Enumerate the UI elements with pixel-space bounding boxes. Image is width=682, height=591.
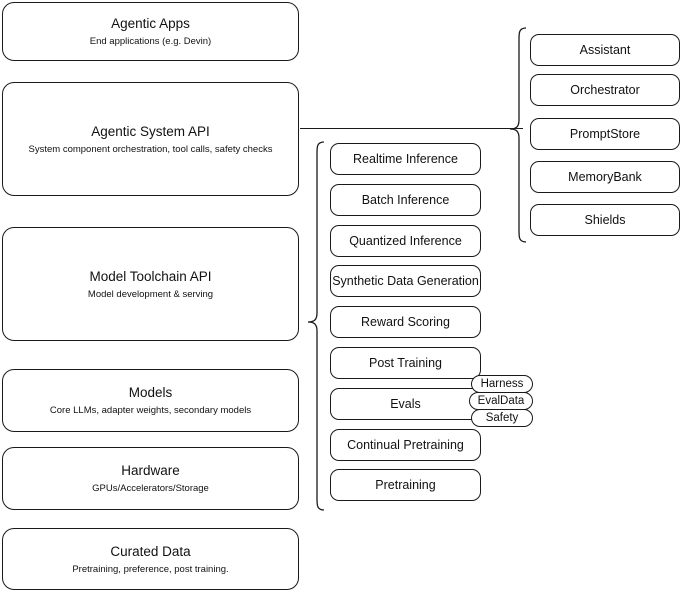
capability-batch-inference[interactable]: Batch Inference [330,184,481,216]
agentic-component-shields[interactable]: Shields [530,204,680,236]
layer-subtitle: Core LLMs, adapter weights, secondary mo… [49,405,252,416]
layer-title: Hardware [121,463,180,478]
capability-post-training[interactable]: Post Training [330,347,481,379]
layer-box-curated-data[interactable]: Curated Data Pretraining, preference, po… [2,528,299,590]
layer-box-models[interactable]: Models Core LLMs, adapter weights, secon… [2,369,299,432]
capability-synthetic-data-generation[interactable]: Synthetic Data Generation [330,265,481,297]
evals-pill-evaldata[interactable]: EvalData [469,392,533,410]
capability-label: Reward Scoring [361,315,450,329]
layer-subtitle: GPUs/Accelerators/Storage [92,483,209,494]
layer-box-model-toolchain-api[interactable]: Model Toolchain API Model development & … [2,227,299,341]
evals-pill-label: EvalData [477,395,525,407]
capability-label: Batch Inference [361,193,450,207]
capability-label: Continual Pretraining [347,438,464,452]
agentic-component-label: PromptStore [569,127,641,141]
layer-box-hardware[interactable]: Hardware GPUs/Accelerators/Storage [2,447,299,510]
capability-label: Realtime Inference [353,152,458,166]
layer-subtitle: Model development & serving [87,288,214,300]
connector-agentic-system-api-to-right-group [300,127,523,129]
capability-pretraining[interactable]: Pretraining [330,469,481,501]
layer-title: Model Toolchain API [89,268,212,284]
capability-realtime-inference[interactable]: Realtime Inference [330,143,481,175]
agentic-component-promptstore[interactable]: PromptStore [530,118,680,150]
agentic-component-orchestrator[interactable]: Orchestrator [530,74,680,106]
agentic-component-label: MemoryBank [568,170,642,184]
agentic-component-label: Assistant [579,43,631,57]
evals-pill-safety[interactable]: Safety [471,409,533,427]
layer-subtitle: System component orchestration, tool cal… [28,143,273,155]
capability-label: Quantized Inference [349,234,462,248]
brace-model-toolchain-group [307,141,325,511]
capability-continual-pretraining[interactable]: Continual Pretraining [330,429,481,461]
layer-title: Agentic Apps [111,16,190,31]
capability-label: Pretraining [375,478,436,492]
layer-title: Agentic System API [91,123,210,139]
agentic-component-label: Shields [584,213,626,227]
agentic-component-label: Orchestrator [570,83,640,97]
evals-pill-harness[interactable]: Harness [471,375,533,393]
capability-label: Synthetic Data Generation [332,274,479,288]
capability-label: Post Training [369,356,442,370]
brace-agentic-system-group [509,27,527,243]
layer-box-agentic-apps[interactable]: Agentic Apps End applications (e.g. Devi… [2,2,299,61]
layer-title: Models [128,385,173,400]
layer-subtitle: End applications (e.g. Devin) [89,36,212,47]
layer-subtitle: Pretraining, preference, post training. [72,563,229,575]
agentic-component-memorybank[interactable]: MemoryBank [530,161,680,193]
capability-reward-scoring[interactable]: Reward Scoring [330,306,481,338]
evals-pill-label: Safety [485,412,519,424]
layer-box-agentic-system-api[interactable]: Agentic System API System component orch… [2,82,299,196]
capability-evals[interactable]: Evals [330,388,481,420]
agentic-component-assistant[interactable]: Assistant [530,34,680,66]
capability-label: Evals [390,397,421,411]
capability-quantized-inference[interactable]: Quantized Inference [330,225,481,257]
layer-title: Curated Data [110,543,191,559]
evals-pill-label: Harness [480,378,524,390]
